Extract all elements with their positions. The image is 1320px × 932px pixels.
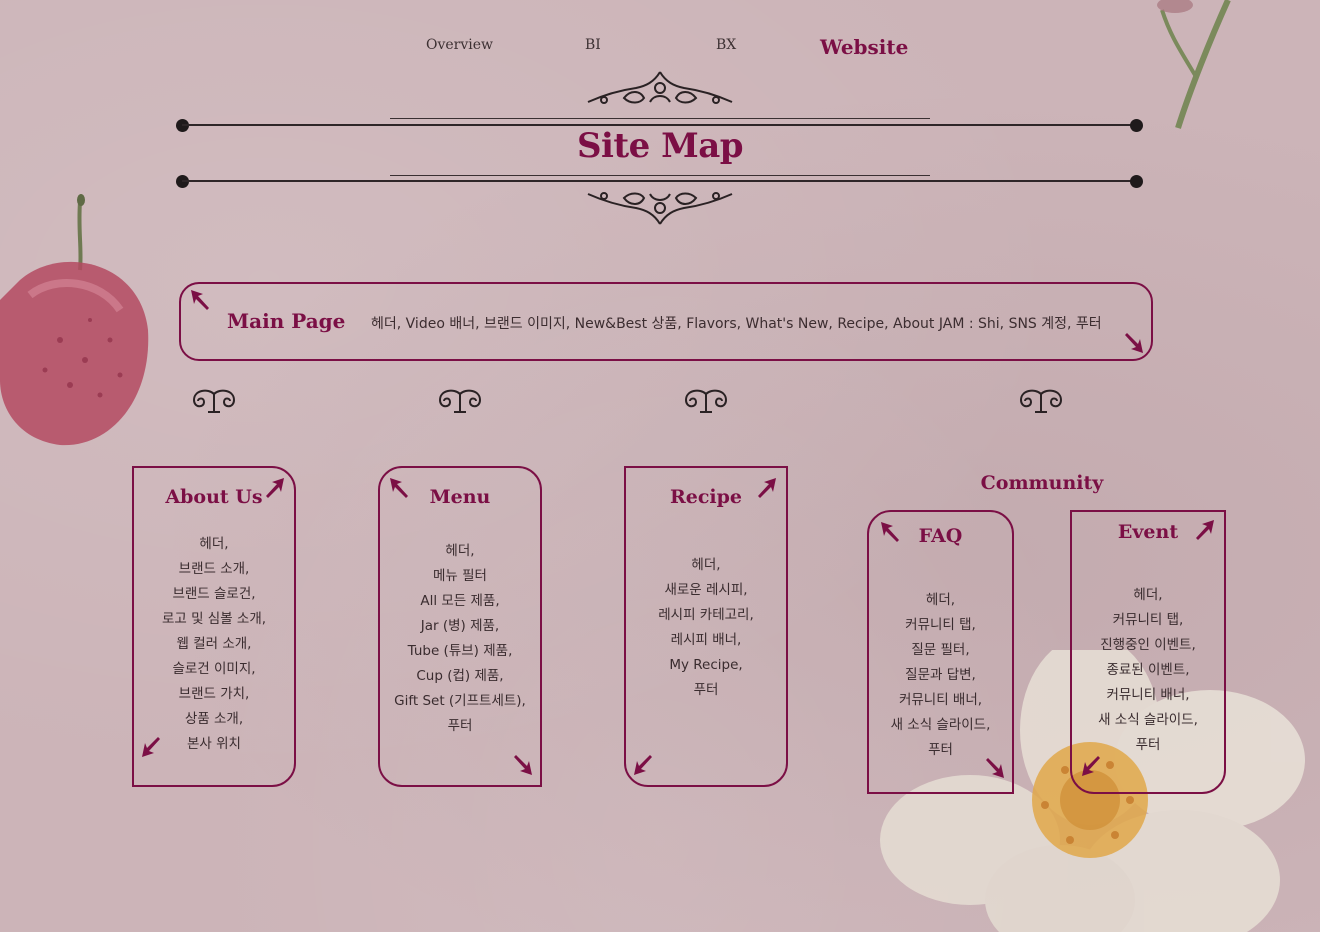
corner-leaf-icon [142,737,160,757]
nav-website[interactable]: Website [820,35,909,59]
list-item: 푸터 [693,682,719,698]
cherry-illustration [0,194,149,446]
list-item: 슬로건 이미지, [172,661,256,677]
list-item: 질문 필터, [911,642,970,658]
corner-leaf-icon [1196,520,1214,540]
recipe-card: Recipe 헤더, 새로운 레시피, 레시피 카테고리, 레시피 배너, My… [624,466,788,787]
corner-leaf-icon [514,755,532,775]
title-rule-bottom-inner [390,175,930,176]
list-item: 상품 소개, [184,711,244,727]
flourish-ornament-icon [587,71,733,104]
about-us-list: 헤더, 브랜드 소개, 브랜드 슬로건, 로고 및 심볼 소개, 웹 컬러 소개… [134,532,294,757]
corner-leaf-icon [758,478,776,498]
list-item: 종료된 이벤트, [1106,662,1190,678]
list-item: 메뉴 필터 [433,568,487,584]
list-item: 헤더, [691,557,721,573]
about-us-title: About Us [165,486,263,508]
menu-list: 헤더, 메뉴 필터 All 모든 제품, Jar (병) 제품, Tube (튜… [380,539,540,739]
main-page-title: Main Page [227,309,346,333]
corner-leaf-icon [390,478,408,498]
list-item: 본사 위치 [187,736,241,752]
faq-list: 헤더, 커뮤니티 탭, 질문 필터, 질문과 답변, 커뮤니티 배너, 새 소식… [869,588,1012,763]
faq-title: FAQ [918,525,963,547]
list-item: Gift Set (기프트세트), [394,693,526,709]
corner-leaf-icon [986,758,1004,778]
list-item: Tube (튜브) 제품, [407,643,513,659]
recipe-title: Recipe [669,486,743,508]
top-navigation: Overview BI BX Website [0,30,1320,64]
event-card: Event 헤더, 커뮤니티 탭, 진행중인 이벤트, 종료된 이벤트, 커뮤니… [1070,510,1226,794]
corner-leaf-icon [1082,756,1100,776]
list-item: 질문과 답변, [905,667,976,683]
title-rule-top-inner [390,118,930,119]
list-item: All 모든 제품, [420,593,500,609]
list-item: 헤더, [445,543,475,559]
rule-dot-right-top [1130,119,1143,132]
list-item: 브랜드 가치, [178,686,250,702]
faq-card: FAQ 헤더, 커뮤니티 탭, 질문 필터, 질문과 답변, 커뮤니티 배너, … [867,510,1014,794]
list-item: 헤더, [1133,587,1163,603]
corner-leaf-icon [634,755,652,775]
corner-leaf-icon [266,478,284,498]
corner-leaf-icon [881,522,899,542]
scroll-ornament-icon [192,389,236,413]
list-item: 커뮤니티 배너, [1106,687,1190,703]
list-item: 브랜드 슬로건, [172,586,256,602]
list-item: 로고 및 심볼 소개, [161,611,267,627]
list-item: 새로운 레시피, [664,582,748,598]
list-item: Jar (병) 제품, [420,618,500,634]
list-item: 헤더, [925,592,956,608]
corner-leaf-icon [1125,333,1143,353]
list-item: 새 소식 슬라이드, [1098,712,1198,728]
event-list: 헤더, 커뮤니티 탭, 진행중인 이벤트, 종료된 이벤트, 커뮤니티 배너, … [1072,583,1224,758]
list-item: My Recipe, [669,657,743,673]
event-title: Event [1117,521,1179,543]
branch-illustration [1157,0,1231,129]
flower-illustration [880,650,1305,932]
menu-card: Menu 헤더, 메뉴 필터 All 모든 제품, Jar (병) 제품, Tu… [378,466,542,787]
list-item: 웹 컬러 소개, [176,636,252,652]
list-item: 브랜드 소개, [178,561,250,577]
list-item: 레시피 배너, [670,632,742,648]
recipe-list: 헤더, 새로운 레시피, 레시피 카테고리, 레시피 배너, My Recipe… [626,553,786,703]
list-item: 커뮤니티 배너, [898,692,983,708]
main-page-card: Main Page 헤더, Video 배너, 브랜드 이미지, New&Bes… [179,282,1153,361]
rule-dot-right-bottom [1130,175,1143,188]
list-item: 레시피 카테고리, [658,607,754,623]
list-item: 푸터 [928,742,953,758]
scroll-ornament-icon [684,389,728,413]
list-item: 새 소식 슬라이드, [890,717,991,733]
list-item: Cup (컵) 제품, [416,668,504,684]
title-rule-top [182,124,1138,126]
menu-title: Menu [429,486,491,508]
list-item: 커뮤니티 탭, [905,617,976,633]
list-item: 푸터 [1135,737,1161,753]
flourish-ornament-icon [587,192,733,225]
nav-bi[interactable]: BI [585,37,601,53]
main-page-description: 헤더, Video 배너, 브랜드 이미지, New&Best 상품, Flav… [371,316,1102,332]
list-item: 헤더, [199,536,229,552]
scroll-ornament-icon [438,389,482,413]
corner-leaf-icon [191,290,209,310]
nav-overview[interactable]: Overview [426,37,494,53]
page-title: Site Map [576,126,744,166]
title-rule-bottom [182,180,1138,182]
list-item: 푸터 [447,718,473,734]
community-title: Community [980,472,1104,494]
nav-bx[interactable]: BX [716,37,737,53]
list-item: 진행중인 이벤트, [1100,637,1196,653]
list-item: 커뮤니티 탭, [1112,612,1184,628]
about-us-card: About Us 헤더, 브랜드 소개, 브랜드 슬로건, 로고 및 심볼 소개… [132,466,296,787]
scroll-ornament-icon [1019,389,1063,413]
